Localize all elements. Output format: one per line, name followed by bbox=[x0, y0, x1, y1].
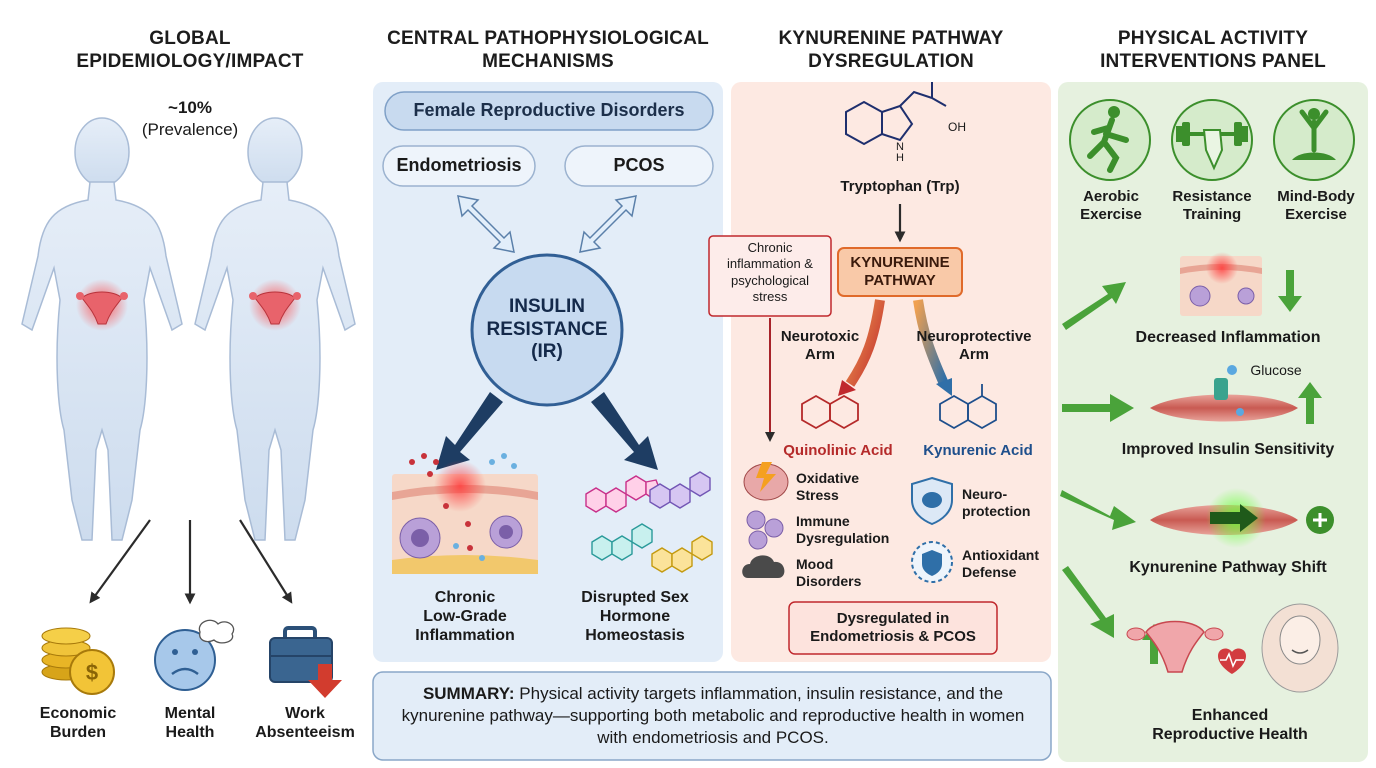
pathway-shift-illustration bbox=[1150, 488, 1334, 548]
kynurenine-header: KYNURENINE PATHWAY DYSREGULATION bbox=[778, 28, 1004, 72]
ir-outcome-arrows bbox=[436, 392, 658, 470]
summary-box: SUMMARY: Physical activity targets infla… bbox=[393, 680, 1033, 752]
benefit-insulin-sensitivity: Improved Insulin Sensitivity bbox=[1121, 441, 1335, 458]
neuroprotective-arm-label: Neuroprotective Arm bbox=[916, 328, 1032, 363]
summary-panel bbox=[372, 671, 1052, 761]
trigger-box-shape bbox=[708, 235, 832, 317]
uterus-icon bbox=[76, 279, 301, 331]
kynurenine-panel bbox=[731, 82, 1051, 662]
prevalence-value: ~10% bbox=[168, 98, 212, 117]
insulin-resistance-circle bbox=[470, 253, 624, 407]
quinolinic-acid-structure bbox=[801, 394, 859, 430]
dumbbell-icon bbox=[1171, 99, 1253, 181]
neurotoxic-arm-label: Neurotoxic Arm bbox=[780, 328, 860, 363]
female-disorders-box: Female Reproductive Disorders bbox=[413, 100, 685, 121]
antioxidant-shield-icon bbox=[911, 541, 953, 583]
quinolinic-acid-label: Quinolinic Acid bbox=[783, 442, 893, 459]
sad-face-icon bbox=[154, 619, 235, 691]
female-silhouette-left bbox=[21, 117, 183, 541]
effect-neuroprotection: Neuro- protection bbox=[962, 486, 1031, 519]
exercise-aerobic: Aerobic Exercise bbox=[1080, 188, 1142, 223]
runner-icon bbox=[1069, 99, 1151, 181]
prevalence-label: (Prevalence) bbox=[141, 120, 239, 139]
muscle-glucose-illustration bbox=[1150, 365, 1322, 424]
reproductive-health-illustration bbox=[1126, 603, 1339, 693]
bidirectional-arrows bbox=[457, 195, 637, 253]
trigger-label: Chronic inflammation & psychological str… bbox=[727, 240, 813, 304]
coins-icon: $ bbox=[41, 627, 115, 695]
benefit-decreased-inflammation: Decreased Inflammation bbox=[1135, 329, 1321, 346]
svg-text:$: $ bbox=[86, 660, 98, 685]
meditation-icon bbox=[1273, 99, 1355, 181]
pcos-box: PCOS bbox=[613, 155, 665, 176]
shield-brain-icon bbox=[911, 476, 953, 526]
brain-lightning-icon bbox=[743, 462, 789, 501]
chronic-inflammation-label: Chronic Low-Grade Inflammation bbox=[415, 589, 515, 645]
mechanisms-header: CENTRAL PATHOPHYSIOLOGICAL MECHANISMS bbox=[387, 28, 709, 72]
female-disorders-box-shape bbox=[384, 91, 714, 131]
impact-economic: Economic Burden bbox=[39, 705, 117, 742]
impact-arrows bbox=[89, 519, 293, 605]
briefcase-icon bbox=[269, 626, 342, 698]
dysregulated-box-shape bbox=[788, 601, 998, 655]
benefit-pathway-shift: Kynurenine Pathway Shift bbox=[1129, 559, 1327, 576]
insulin-resistance-label: INSULIN RESISTANCE (IR) bbox=[486, 295, 608, 363]
endometriosis-box-shape bbox=[382, 145, 536, 187]
benefit-arrows bbox=[1060, 282, 1136, 638]
tissue-improvement-illustration bbox=[1180, 252, 1302, 316]
impact-mental: Mental Health bbox=[164, 705, 216, 742]
summary-label: SUMMARY: bbox=[422, 683, 515, 703]
dysregulated-label: Dysregulated in Endometriosis & PCOS bbox=[810, 610, 976, 645]
female-silhouette-right bbox=[194, 117, 356, 541]
effect-immune-dysregulation: Immune Dysregulation bbox=[796, 513, 890, 546]
impact-work: Work Absenteeism bbox=[255, 705, 355, 742]
sex-hormone-label: Disrupted Sex Hormone Homeostasis bbox=[581, 589, 689, 645]
exercise-mind-body: Mind-Body Exercise bbox=[1277, 188, 1355, 223]
inflamed-tissue-illustration bbox=[392, 453, 538, 574]
glucose-label: Glucose bbox=[1250, 362, 1302, 378]
pathway-branch-arrows bbox=[838, 299, 952, 396]
effect-antioxidant: Antioxidant Defense bbox=[962, 547, 1039, 580]
storm-cloud-icon bbox=[742, 555, 785, 578]
tryptophan-label: Tryptophan (Trp) bbox=[840, 178, 960, 195]
kynurenic-acid-label: Kynurenic Acid bbox=[923, 442, 1033, 459]
interventions-header: PHYSICAL ACTIVITY INTERVENTIONS PANEL bbox=[1100, 28, 1326, 72]
summary-text: Physical activity targets inflammation, … bbox=[401, 683, 1025, 748]
immune-cells-icon bbox=[746, 510, 784, 550]
tryptophan-oh-label: OH bbox=[948, 120, 966, 134]
steroid-structures bbox=[585, 471, 713, 573]
tryptophan-nh-label: N H bbox=[896, 141, 904, 164]
tryptophan-structure bbox=[845, 82, 947, 146]
epidemiology-header: GLOBAL EPIDEMIOLOGY/IMPACT bbox=[76, 28, 304, 72]
effect-mood-disorders: Mood Disorders bbox=[796, 556, 862, 589]
interventions-panel bbox=[1058, 82, 1368, 762]
kynurenine-pathway-label: KYNURENINE PATHWAY bbox=[850, 254, 950, 289]
exercise-resistance: Resistance Training bbox=[1172, 188, 1252, 223]
effect-oxidative-stress: Oxidative Stress bbox=[796, 470, 860, 503]
endometriosis-box: Endometriosis bbox=[396, 155, 522, 176]
kynurenic-acid-structure bbox=[939, 384, 997, 430]
benefit-reproductive-health: Enhanced Reproductive Health bbox=[1152, 707, 1308, 744]
kynurenine-pathway-box-shape bbox=[837, 247, 963, 297]
pcos-box-shape bbox=[564, 145, 714, 187]
